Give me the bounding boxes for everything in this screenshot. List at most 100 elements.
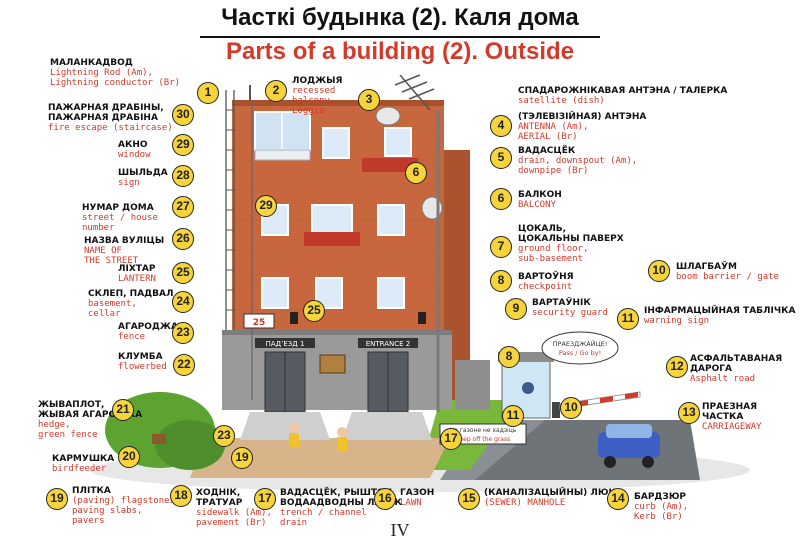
badge-17-drain: 17: [440, 428, 462, 450]
house-number-plate: [243, 313, 275, 329]
balcony: [362, 158, 418, 172]
security-guard: [522, 382, 534, 394]
badge-5: 5: [490, 147, 512, 169]
badge-29-window: 29: [255, 195, 277, 217]
entrance-sign-1: [255, 338, 315, 348]
badge-29: 29: [172, 134, 194, 156]
badge-11: 11: [617, 308, 639, 330]
badge-6: 6: [405, 162, 427, 184]
badge-1: 1: [197, 82, 219, 104]
window: [377, 277, 405, 309]
window: [377, 204, 405, 236]
satellite-dish: [375, 106, 401, 126]
speech-line-2: Pass / Go by!: [559, 349, 601, 357]
speech-line-1: ПРАЕЗДЖАЙЦЕ!: [553, 339, 608, 348]
barrier-post: [552, 402, 560, 418]
badge-25: 25: [172, 262, 194, 284]
entrance-sign-2: [358, 338, 418, 348]
lawn-sign-be: На газоне не хадзіць: [450, 427, 517, 434]
badge-9: 9: [505, 298, 527, 320]
badge-21: 21: [112, 399, 134, 421]
title-belarusian: Часткі будынка (2). Каля дома: [221, 4, 579, 31]
badge-17: 17: [254, 488, 276, 510]
title-english: Parts of a building (2). Outside: [225, 38, 575, 65]
badge-30: 30: [172, 104, 194, 126]
window: [384, 127, 412, 157]
title-underline: [200, 36, 600, 38]
lawn-sign-en: Keep off the grass: [456, 436, 510, 443]
house-number: 25: [253, 318, 266, 328]
car: [598, 424, 660, 468]
loggia-rail: [254, 149, 311, 161]
annex-block: [455, 360, 490, 410]
hedge-shade: [155, 420, 225, 470]
badge-26: 26: [172, 228, 194, 250]
badge-23: 23: [172, 322, 194, 344]
ladder-rungs: [226, 109, 234, 311]
page-number: IV: [390, 520, 410, 540]
badge-19-paving: 19: [231, 447, 253, 469]
badge-3: 3: [358, 89, 380, 111]
booth-roof: [498, 352, 554, 362]
badge-11-sign: 11: [502, 405, 524, 427]
badge-25-lantern: 25: [303, 300, 325, 322]
label-19: ПЛІТКА(paving) flagstones, paving slabs,…: [72, 486, 181, 526]
badge-8: 8: [490, 270, 512, 292]
badge-23-fence: 23: [213, 425, 235, 447]
entrance-1-label: ПАДʼЕЗД 1: [266, 340, 305, 348]
steps-1: [240, 412, 330, 440]
badge-6-right: 6: [490, 188, 512, 210]
lantern-2: [418, 312, 426, 324]
badge-28: 28: [172, 165, 194, 187]
birdfeeder: [152, 434, 166, 444]
child-1: [289, 423, 299, 433]
window: [261, 277, 289, 309]
tv-antenna: [394, 74, 435, 111]
child-2: [337, 427, 347, 437]
window: [311, 204, 353, 236]
balcony-2: [304, 232, 360, 246]
badge-18: 18: [170, 485, 192, 507]
badge-14: 14: [607, 488, 629, 510]
badge-12: 12: [666, 356, 688, 378]
window: [322, 127, 350, 159]
notice-board: [319, 354, 346, 374]
steps-2: [342, 412, 432, 440]
badge-10-barrier: 10: [560, 397, 582, 419]
badge-20: 20: [118, 446, 140, 468]
speech-bubble: [541, 331, 619, 365]
badge-22: 22: [173, 354, 195, 376]
badge-8-booth: 8: [498, 346, 520, 368]
lantern: [290, 312, 298, 324]
label-15: (КАНАЛІЗАЦЫЙНЫ) ЛЮК(SEWER) MANHOLE: [484, 488, 616, 508]
badge-15: 15: [458, 488, 480, 510]
paving-slabs: [190, 438, 450, 478]
badge-7: 7: [490, 236, 512, 258]
